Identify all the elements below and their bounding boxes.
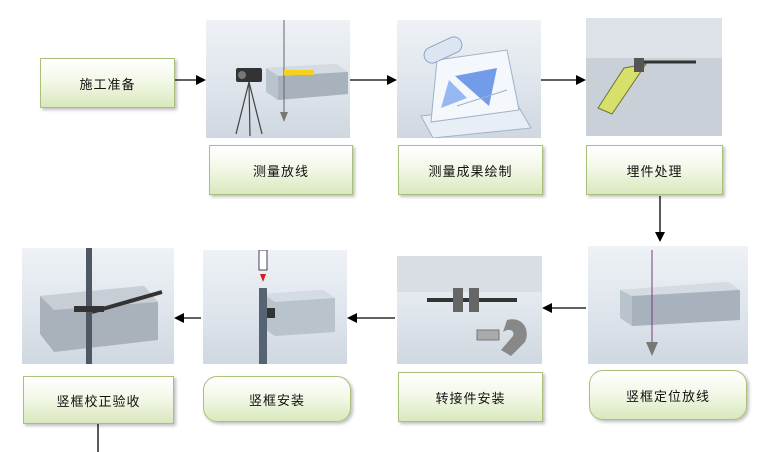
step-survey-drawing: 测量成果绘制 xyxy=(398,145,543,195)
mullion-install-image xyxy=(203,250,347,364)
step-mullion-layout: 竖框定位放线 xyxy=(589,370,747,420)
drawings-image xyxy=(397,20,541,138)
embedded-part-image xyxy=(586,18,722,136)
mullion-layout-image xyxy=(588,246,748,364)
step-construction-prep: 施工准备 xyxy=(40,58,175,108)
step-embedded-parts: 埋件处理 xyxy=(586,145,723,195)
bracket-install-image xyxy=(397,256,542,364)
step-survey-layout: 测量放线 xyxy=(209,145,353,195)
survey-level-image xyxy=(206,20,350,138)
step-mullion-install: 竖框安装 xyxy=(203,376,351,422)
step-bracket-install: 转接件安装 xyxy=(398,372,543,422)
step-mullion-inspection: 竖框校正验收 xyxy=(23,376,174,424)
mullion-inspection-image xyxy=(22,248,174,364)
